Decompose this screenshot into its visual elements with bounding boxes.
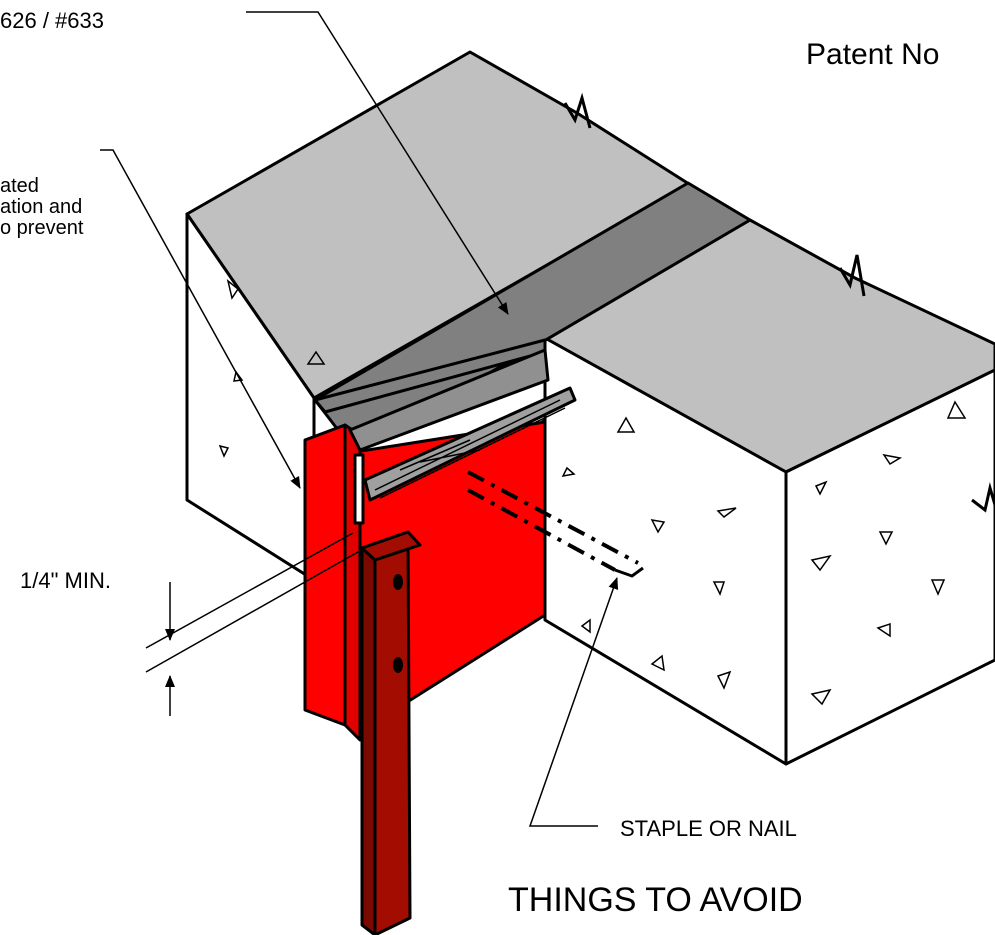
right-block-front-face: [784, 368, 995, 766]
part-number-label: 626 / #633: [0, 8, 104, 33]
profile-channel: [353, 453, 365, 525]
page-title: THINGS TO AVOID: [508, 881, 803, 919]
dimension-label: 1/4" MIN.: [20, 568, 111, 593]
staple-label: STAPLE OR NAIL: [620, 816, 797, 841]
stake-hole-bottom: [393, 657, 403, 673]
stake-top: [360, 530, 422, 562]
note-line-2: ation and: [0, 196, 82, 218]
aggregate-triangle-icon: [218, 279, 967, 706]
note-line-1: ated: [0, 175, 39, 197]
profile-body: [348, 348, 550, 452]
break-line-icon: [563, 92, 995, 513]
form-board-edge: [303, 423, 347, 727]
joint-profile: [313, 338, 577, 525]
right-concrete-block: [543, 218, 995, 766]
dimension-arrow-icon: [145, 532, 366, 716]
leader-arrow-icon: [100, 11, 619, 827]
patent-label: Patent No: [806, 38, 939, 71]
stake-hole-top: [393, 574, 403, 590]
stake: [360, 530, 422, 935]
staple-path: [467, 470, 644, 578]
stake-side: [360, 546, 377, 935]
note-line-3: o prevent: [0, 217, 84, 239]
